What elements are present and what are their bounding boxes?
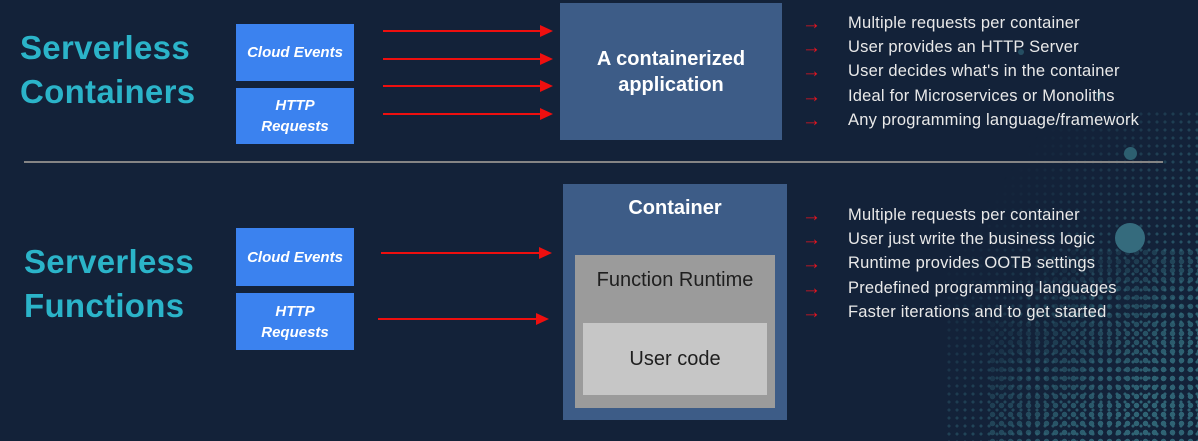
bullet-text: Any programming language/framework	[848, 110, 1140, 129]
flow-arrow-icon	[383, 108, 553, 120]
cloud-events-box: Cloud Events	[236, 24, 354, 81]
title-line: Containers	[20, 73, 196, 110]
list-item: → Ideal for Microservices or Monoliths	[802, 84, 1139, 108]
decor-dot-faint	[1018, 49, 1024, 55]
flow-arrow-icon	[381, 247, 552, 259]
list-item: → User decides what's in the container	[802, 60, 1139, 84]
list-item: → Predefined programming languages	[802, 276, 1117, 300]
bullet-text: Runtime provides OOTB settings	[848, 254, 1096, 273]
flow-arrow-icon	[383, 53, 553, 65]
list-item: → Any programming language/framework	[802, 108, 1139, 132]
flow-arrow-icon	[383, 80, 553, 92]
cloud-events-label: Cloud Events	[247, 44, 343, 61]
containerized-application-box: A containerized application	[560, 3, 782, 140]
bullet-text: Predefined programming languages	[848, 278, 1117, 297]
container-box: Container Function Runtime User code	[563, 184, 787, 420]
bullet-text: Faster iterations and to get started	[848, 302, 1107, 321]
flow-arrow-icon	[383, 25, 553, 37]
arrow-right-icon: →	[802, 85, 821, 107]
list-item: → Multiple requests per container	[802, 11, 1139, 35]
http-requests-box: HTTP Requests	[236, 293, 354, 350]
http-requests-label: HTTP Requests	[261, 97, 329, 135]
arrow-right-icon: →	[802, 109, 821, 131]
function-runtime-label: Function Runtime	[596, 269, 754, 291]
title-line: Functions	[24, 287, 185, 324]
bullet-text: Multiple requests per container	[848, 13, 1080, 32]
section-title-serverless-containers: Serverless Containers	[20, 26, 195, 114]
arrow-right-icon: →	[802, 228, 821, 250]
decor-circle-large	[1115, 223, 1145, 253]
title-line: Serverless	[20, 29, 190, 66]
decor-dot-faint	[1096, 91, 1104, 99]
section-divider	[24, 161, 1163, 163]
arrow-right-icon: →	[802, 204, 821, 226]
section-title-serverless-functions: Serverless Functions	[24, 240, 194, 328]
arrow-right-icon: →	[802, 12, 821, 34]
arrow-right-icon: →	[802, 301, 821, 323]
cloud-events-label: Cloud Events	[247, 248, 343, 266]
list-item: → Faster iterations and to get started	[802, 300, 1117, 324]
function-runtime-box: Function Runtime User code	[575, 255, 775, 408]
http-requests-label: HTTP Requests	[261, 302, 329, 341]
container-title: Container	[628, 197, 722, 219]
bullet-text: Multiple requests per container	[848, 205, 1080, 224]
arrow-right-icon: →	[802, 253, 821, 275]
decor-circle-small	[1124, 147, 1137, 160]
user-code-label: User code	[629, 347, 721, 370]
bullet-text: User just write the business logic	[848, 229, 1096, 248]
cloud-events-box: Cloud Events	[236, 228, 354, 286]
bullet-text: User provides an HTTP Server	[848, 37, 1079, 56]
containerized-application-label: A containerized application	[596, 47, 746, 96]
bullet-text: Ideal for Microservices or Monoliths	[848, 86, 1115, 105]
http-requests-box: HTTP Requests	[236, 88, 354, 144]
list-item: → User just write the business logic	[802, 227, 1117, 251]
bullet-text: User decides what's in the container	[848, 62, 1120, 81]
arrow-right-icon: →	[802, 277, 821, 299]
title-line: Serverless	[24, 243, 194, 280]
flow-arrow-icon	[378, 313, 549, 325]
containers-bullet-list: → Multiple requests per container → User…	[802, 11, 1139, 132]
list-item: → Runtime provides OOTB settings	[802, 252, 1117, 276]
list-item: → Multiple requests per container	[802, 203, 1117, 227]
arrow-right-icon: →	[802, 61, 821, 83]
user-code-box: User code	[583, 323, 767, 395]
arrow-right-icon: →	[802, 36, 821, 58]
functions-bullet-list: → Multiple requests per container → User…	[802, 203, 1117, 324]
list-item: → User provides an HTTP Server	[802, 35, 1139, 59]
